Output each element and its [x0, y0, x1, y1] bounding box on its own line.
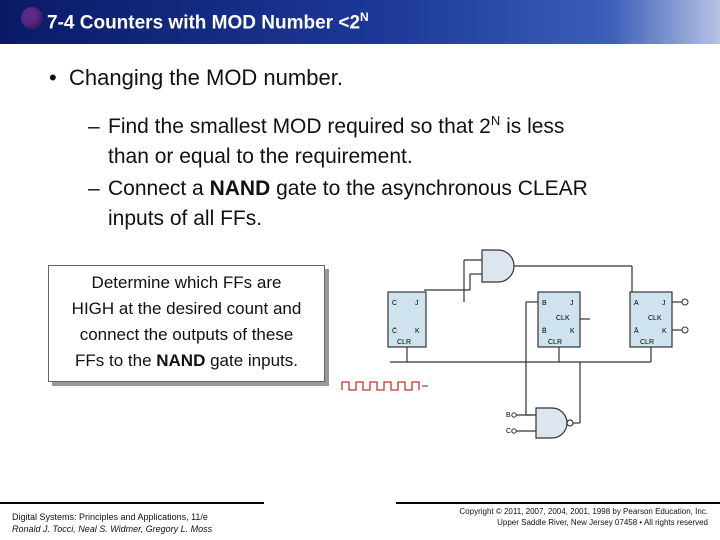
footer-authors: Ronald J. Tocci, Neal S. Widmer, Gregory… — [12, 524, 213, 534]
high-input-terminal — [681, 326, 689, 334]
callout-line-2: HIGH at the desired count and — [71, 299, 302, 318]
slide-title-sup: N — [360, 10, 369, 24]
ff-b-clr-label: CLR — [548, 339, 562, 346]
ff-b-qbar-label: B̄ — [542, 327, 547, 335]
ff-c-clr-label: CLR — [397, 339, 411, 346]
ff-a-qbar-label: Ā — [634, 327, 639, 335]
ff-a-q-label: A — [634, 300, 639, 307]
sub-bullet-1: –Find the smallest MOD required so that … — [88, 106, 564, 172]
sub-bullet-1-text: Find the smallest MOD required so that 2 — [108, 115, 491, 138]
callout-box: Determine which FFs are HIGH at the desi… — [48, 265, 325, 382]
flip-flop-b: B J CLK B̄ K CLR — [537, 291, 581, 348]
sub-bullet-2-cont: inputs of all FFs. — [108, 207, 263, 230]
terminal — [511, 412, 517, 418]
ff-a-k-label: K — [662, 328, 667, 335]
callout-line-4-post: gate inputs. — [205, 351, 298, 370]
sub-bullet-1-post: is less — [500, 115, 565, 138]
footer-book-title: Digital Systems: Principles and Applicat… — [12, 512, 208, 522]
sub-bullet-2: –Connect a NAND gate to the asynchronous… — [88, 174, 588, 234]
callout-line-1: Determine which FFs are — [91, 273, 282, 292]
footer-left: Digital Systems: Principles and Applicat… — [12, 511, 212, 535]
footer-copyright: Copyright © 2011, 2007, 2004, 2001, 1998… — [459, 507, 708, 516]
footer-rule-right — [396, 502, 720, 504]
ff-b-clk-label: CLK — [556, 315, 570, 322]
terminal — [511, 428, 517, 434]
ff-a-j-label: J — [662, 300, 666, 307]
ff-c-q-label: C — [392, 300, 397, 307]
counter-circuit-diagram: C J C̄ K CLR B J CLK B̄ K CLR A J CLK Ā … — [341, 249, 689, 439]
ff-a-clr-label: CLR — [640, 339, 654, 346]
ff-c-k-label: K — [415, 328, 420, 335]
callout-line-4: FFs to the NAND gate inputs. — [49, 348, 324, 374]
callout-nand: NAND — [156, 351, 206, 370]
ff-a-clk-label: CLK — [648, 315, 662, 322]
ff-b-q-label: B — [542, 300, 547, 307]
slide-title: 7-4 Counters with MOD Number <2N — [47, 10, 369, 34]
title-bullet-icon — [21, 7, 43, 29]
nand-input-b-label: B — [506, 412, 511, 419]
sub-bullet-1-cont: than or equal to the requirement. — [108, 145, 413, 168]
ff-c-j-label: J — [415, 300, 419, 307]
slide-title-main: 7-4 Counters with MOD Number <2 — [47, 12, 361, 34]
dash-icon: – — [88, 177, 100, 200]
footer-right: Copyright © 2011, 2007, 2004, 2001, 1998… — [459, 506, 708, 528]
ff-c-qbar-label: C̄ — [392, 327, 397, 335]
footer-rule-left — [0, 502, 264, 504]
bullet-main-text: Changing the MOD number. — [69, 65, 343, 90]
high-input-terminal — [681, 298, 689, 306]
clock-pulses — [341, 381, 420, 391]
bullet-main: • Changing the MOD number. — [49, 65, 343, 91]
callout-line-3: connect the outputs of these — [79, 325, 294, 344]
sub-bullet-2-text: Connect a — [108, 177, 210, 200]
nand-gate — [535, 407, 574, 439]
flip-flop-a: A J CLK Ā K CLR — [629, 291, 673, 348]
ff-b-j-label: J — [570, 300, 574, 307]
dash-icon: – — [88, 115, 100, 138]
callout-line-4-pre: FFs to the — [75, 351, 157, 370]
flip-flop-c: C J C̄ K CLR — [387, 291, 427, 348]
nand-bold: NAND — [209, 177, 271, 200]
sub-bullet-1-sup: N — [490, 113, 501, 128]
nand-input-c-label: C — [506, 428, 511, 435]
ff-b-k-label: K — [570, 328, 575, 335]
and-gate-top — [481, 249, 515, 283]
sub-bullet-2-post: gate to the asynchronous CLEAR — [270, 177, 588, 200]
title-bar: 7-4 Counters with MOD Number <2N — [0, 0, 720, 44]
bullet-dot-icon: • — [49, 65, 57, 90]
footer-publisher-address: Upper Saddle River, New Jersey 07458 • A… — [497, 518, 708, 527]
